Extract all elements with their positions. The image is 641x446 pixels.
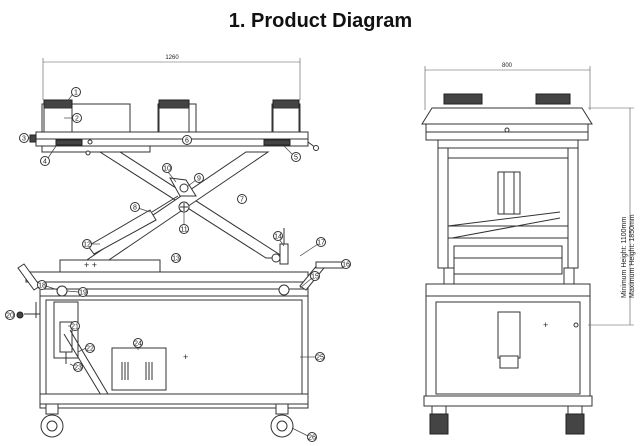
min-height-label: Minimum Height: 1100mm [621,217,628,298]
callout-7: 7 [240,197,244,204]
callout-26: 26 [308,435,316,442]
side-lift-frame [437,147,579,289]
vent-slots-icon [121,362,153,380]
front-view: 1260 [5,55,351,442]
callout-15: 15 [311,274,319,281]
callout-20: 20 [6,313,14,320]
callout-23: 23 [74,365,82,372]
max-height-label: Maximum Height: 1850mm [629,214,636,298]
scissor-arms [76,151,289,267]
side-wheels [429,405,585,435]
callout-11: 11 [180,227,187,234]
callout-21: 21 [71,324,79,331]
callout-19: 19 [79,290,87,297]
callout-labels: 1 2 3 4 5 6 7 8 9 10 [5,87,351,442]
front-width-label: 1260 [165,55,179,61]
callout-5: 5 [294,155,298,162]
plus-mark-icon: + + [84,260,97,270]
side-base-frame: + [423,283,634,407]
callout-3: 3 [22,136,26,143]
callout-14: 14 [274,234,282,241]
side-width-label: 800 [502,63,513,69]
page-title: 1. Product Diagram [228,10,413,32]
callout-16: 16 [342,262,350,269]
callout-1: 1 [74,90,78,97]
side-view: 800 [421,63,636,435]
height-dimension: Minimum Height: 1100mm Maximum Height: 1… [621,108,636,325]
callout-25: 25 [316,355,324,362]
callout-9: 9 [197,176,201,183]
top-platform [28,99,319,156]
callout-2: 2 [75,116,79,123]
callout-17: 17 [317,240,325,247]
plus-mark-icon: + [183,352,188,362]
callout-24: 24 [134,341,142,348]
callout-6: 6 [185,138,189,145]
callout-18: 18 [38,283,46,290]
front-width-dimension: 1260 [42,55,301,100]
callout-8: 8 [133,205,137,212]
plus-mark-icon: + [543,320,548,330]
middle-deck: + + [25,253,309,297]
callout-12: 12 [83,242,91,249]
side-width-dimension: 800 [424,63,591,110]
front-wheels [40,403,294,438]
side-top-platform [421,93,634,149]
base-frame: + [39,295,309,409]
callout-4: 4 [43,159,47,166]
callout-10: 10 [163,166,171,173]
callout-13: 13 [172,256,180,263]
callout-22: 22 [86,346,94,353]
